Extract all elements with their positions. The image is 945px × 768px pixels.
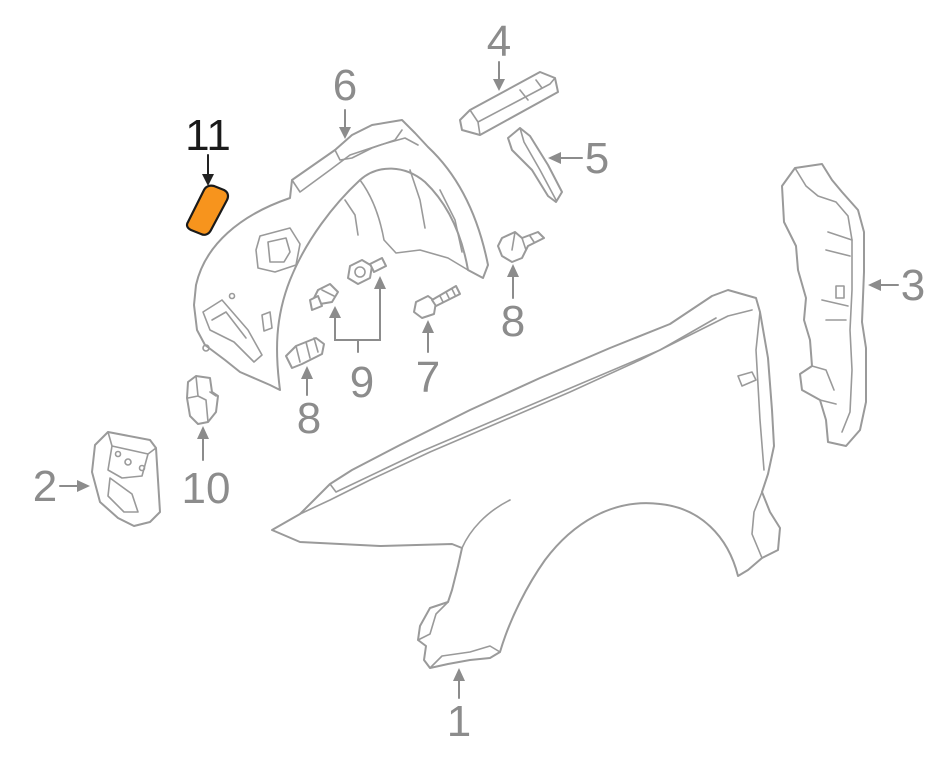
arrow-8-upper — [507, 264, 519, 299]
arrow-1 — [453, 668, 465, 699]
callout-3: 3 — [901, 261, 925, 310]
access-cover-part[interactable] — [185, 184, 230, 236]
fender-part[interactable] — [271, 289, 781, 669]
fender-liner-part[interactable] — [193, 119, 489, 391]
callout-11: 11 — [185, 111, 231, 160]
arrow-4 — [493, 61, 505, 91]
bolt-part[interactable] — [413, 285, 461, 319]
callout-4: 4 — [487, 17, 511, 66]
callout-1: 1 — [447, 697, 471, 746]
arrow-6 — [339, 109, 351, 139]
arrow-7 — [422, 320, 434, 353]
upper-seal-part[interactable] — [507, 127, 563, 203]
callout-6: 6 — [333, 61, 357, 110]
arrow-5 — [548, 152, 583, 164]
callout-8-lower: 8 — [297, 394, 321, 443]
clip-upper-part[interactable] — [497, 231, 545, 263]
screws-pair-part[interactable] — [309, 257, 387, 311]
small-bracket-part[interactable] — [186, 375, 219, 425]
arrow-10 — [197, 426, 209, 461]
upper-rail-strip-part[interactable] — [459, 71, 559, 136]
arrow-9 — [329, 276, 386, 353]
mounting-bracket-part[interactable] — [91, 431, 161, 527]
arrow-8-lower — [301, 366, 313, 396]
callout-2: 2 — [33, 462, 57, 511]
arrow-11 — [202, 154, 214, 186]
arrow-2 — [59, 480, 90, 492]
callout-10: 10 — [182, 464, 231, 513]
callout-7: 7 — [416, 353, 440, 402]
side-panel-bracket-part[interactable] — [781, 163, 867, 447]
arrow-3 — [868, 279, 899, 291]
clip-lower-part[interactable] — [285, 337, 325, 369]
callout-8-upper: 8 — [501, 297, 525, 346]
callout-5: 5 — [585, 134, 609, 183]
callout-9: 9 — [350, 358, 374, 407]
